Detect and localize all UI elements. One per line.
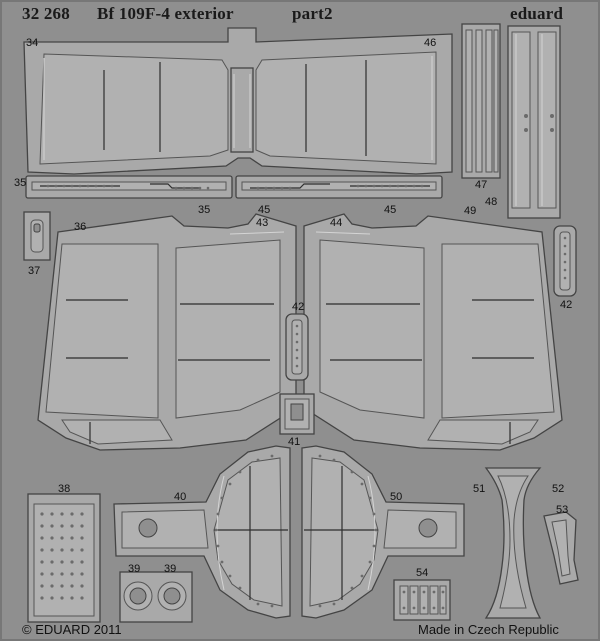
part-44-49-right-flap xyxy=(303,213,563,451)
part-number-46: 46 xyxy=(424,37,437,49)
part-number-37: 37 xyxy=(28,265,41,277)
part-number-49: 49 xyxy=(464,205,477,217)
part-36-43-left-flap xyxy=(37,213,297,451)
part-number-45-b: 45 xyxy=(384,204,397,216)
part-number-41: 41 xyxy=(288,436,301,448)
part-51-52-curved-frame xyxy=(484,467,542,619)
part-37-bracket xyxy=(23,211,51,261)
part-number-53: 53 xyxy=(556,504,569,516)
set-number: 32 268 xyxy=(22,4,70,23)
part-35-strip xyxy=(25,175,233,199)
part-50-wheel-well xyxy=(301,445,465,619)
part-53-clip xyxy=(543,511,579,585)
copyright-text: © EDUARD 2011 xyxy=(22,622,122,637)
fret-title: Bf 109F-4 exterior xyxy=(97,4,234,23)
part-39-rings xyxy=(119,571,193,623)
part-number-51: 51 xyxy=(473,483,486,495)
part-number-50: 50 xyxy=(390,491,403,503)
part-38-grid-plate xyxy=(27,493,101,623)
part-34-46-flap-set xyxy=(23,27,453,175)
part-48-frame xyxy=(507,25,561,219)
part-number-34: 34 xyxy=(26,37,39,49)
part-number-48: 48 xyxy=(485,196,498,208)
part-number-42-right: 42 xyxy=(560,299,573,311)
origin-text: Made in Czech Republic xyxy=(418,622,559,637)
part-number-35-a: 35 xyxy=(14,177,27,189)
part-number-36: 36 xyxy=(74,221,87,233)
part-number-47: 47 xyxy=(475,179,488,191)
part-54-bracket-row xyxy=(393,579,451,621)
part-number-54: 54 xyxy=(416,567,429,579)
part-number-40: 40 xyxy=(174,491,187,503)
part-number-42-center: 42 xyxy=(292,301,305,313)
part-number-44: 44 xyxy=(330,217,343,229)
part-47-rails xyxy=(461,23,501,179)
part-number-52: 52 xyxy=(552,483,565,495)
part-number-45-a: 45 xyxy=(258,204,271,216)
part-number-39-a: 39 xyxy=(128,563,141,575)
part-40-wheel-well xyxy=(113,445,291,619)
part-number-35-b: 35 xyxy=(198,204,211,216)
part-number-43: 43 xyxy=(256,217,269,229)
part-42-center-strip xyxy=(285,313,309,381)
fret-part: part2 xyxy=(292,4,333,23)
part-41-box xyxy=(279,393,315,435)
brand-logo: eduard xyxy=(510,4,564,23)
part-number-39-b: 39 xyxy=(164,563,177,575)
part-number-38: 38 xyxy=(58,483,71,495)
part-42-right-strip xyxy=(553,225,577,297)
part-45-strip xyxy=(235,175,443,199)
